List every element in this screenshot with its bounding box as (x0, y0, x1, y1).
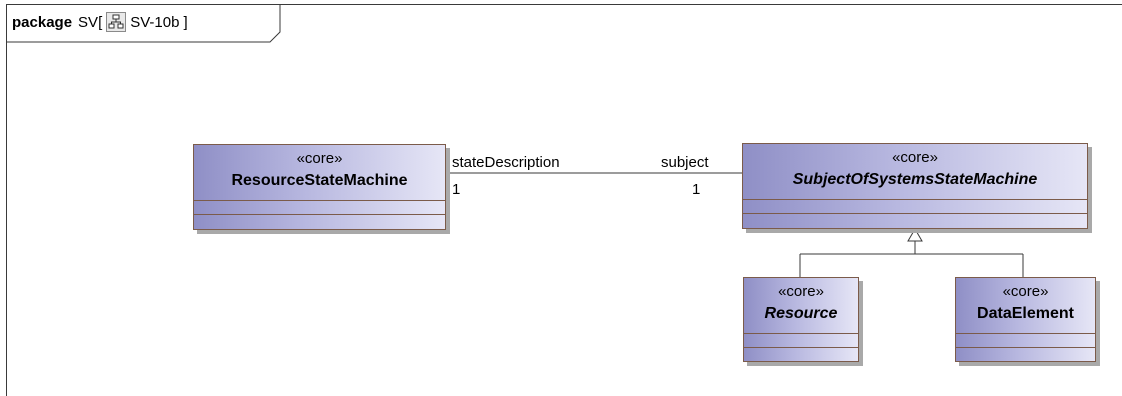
class-header: «core» DataElement (956, 278, 1095, 334)
frame-keyword: package (12, 13, 73, 31)
class-name: ResourceStateMachine (231, 172, 408, 189)
generalization-arrowhead (907, 228, 923, 242)
attributes-compartment (194, 201, 445, 215)
frame-open-bracket: [ (98, 13, 103, 31)
frame-tab-outline (6, 4, 281, 43)
class-stereotype: «core» (778, 283, 824, 300)
class-stereotype: «core» (296, 150, 343, 167)
class-diagram-icon[interactable] (106, 12, 127, 32)
operations-compartment (956, 348, 1095, 361)
class-resource[interactable]: «core» Resource (743, 277, 859, 362)
class-header: «core» Resource (744, 278, 858, 334)
attributes-compartment (743, 200, 1087, 214)
frame-diagram-name[interactable]: SV-10b (130, 13, 180, 31)
class-name: SubjectOfSystemsStateMachine (792, 171, 1038, 188)
association-source-multiplicity: 1 (452, 181, 461, 198)
frame-label: package SV [ SV-10b ] (12, 12, 188, 32)
class-header: «core» SubjectOfSystemsStateMachine (743, 144, 1087, 200)
operations-compartment (194, 215, 445, 229)
association-target-multiplicity: 1 (692, 181, 701, 198)
class-name: DataElement (977, 305, 1074, 322)
package-frame (6, 4, 1122, 396)
class-stereotype: «core» (1002, 283, 1049, 300)
operations-compartment (744, 348, 858, 361)
class-header: «core» ResourceStateMachine (194, 145, 445, 201)
class-stereotype: «core» (892, 149, 938, 166)
operations-compartment (743, 214, 1087, 228)
frame-close-bracket: ] (183, 13, 188, 31)
class-subject-of-systems-state-machine[interactable]: «core» SubjectOfSystemsStateMachine (742, 143, 1088, 229)
frame-package-name: SV (78, 13, 99, 31)
association-source-role: stateDescription (452, 154, 560, 171)
association-target-role: subject (661, 154, 709, 171)
class-data-element[interactable]: «core» DataElement (955, 277, 1096, 362)
class-name: Resource (764, 305, 838, 322)
class-resource-state-machine[interactable]: «core» ResourceStateMachine (193, 144, 446, 230)
attributes-compartment (744, 334, 858, 348)
attributes-compartment (956, 334, 1095, 348)
